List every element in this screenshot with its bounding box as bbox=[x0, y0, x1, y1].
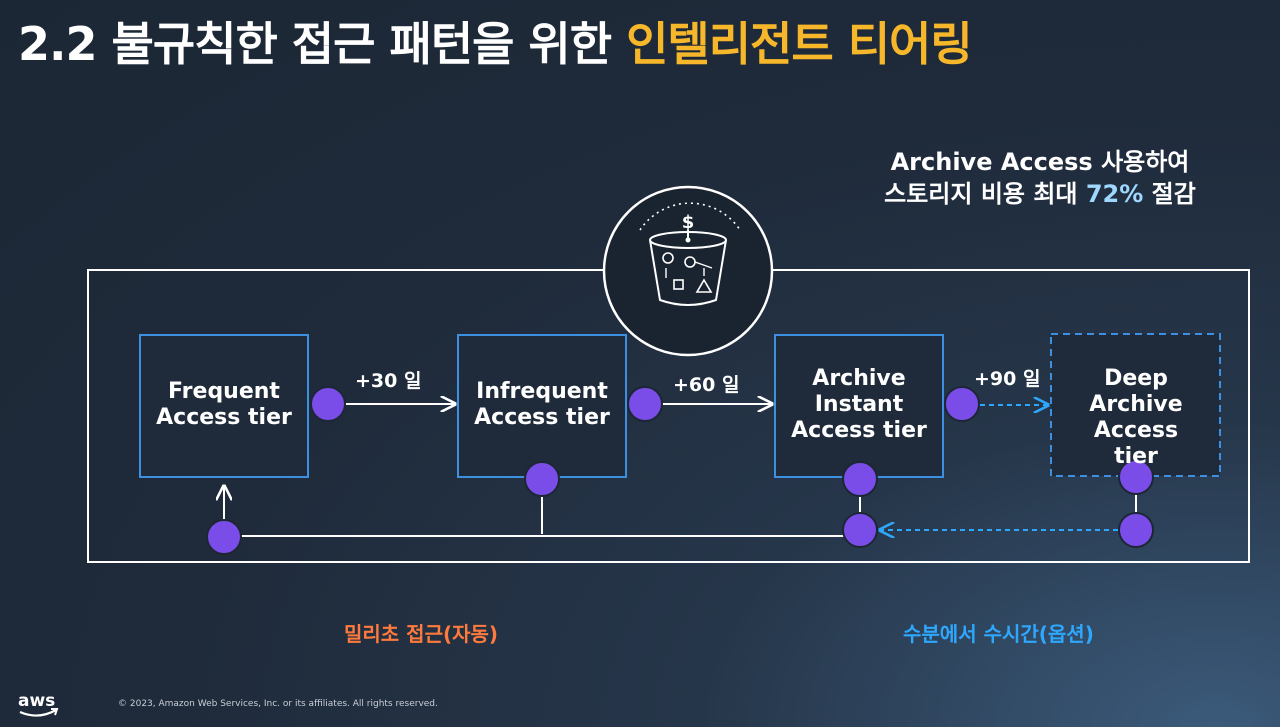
tier-box-deep-archive bbox=[1050, 333, 1221, 477]
tier-label-frequent: Frequent Access tier bbox=[156, 379, 292, 430]
node-return-deep bbox=[1118, 512, 1154, 548]
savings-note-line2: 스토리지 비용 최대 72% 절감 bbox=[884, 180, 1196, 208]
bucket-dollar-symbol: $ bbox=[682, 212, 695, 233]
tier-label-archive-instant: Archive Instant Access tier bbox=[791, 366, 927, 443]
savings-note-line1: Archive Access 사용하여 bbox=[890, 148, 1190, 176]
page-title: 2.2 불규칙한 접근 패턴을 위한 인텔리전트 티어링 bbox=[18, 17, 973, 71]
savings-note: Archive Access 사용하여 스토리지 비용 최대 72% 절감 bbox=[830, 146, 1250, 210]
tier-label-infrequent: Infrequent Access tier bbox=[474, 379, 610, 430]
transition-label-60: +60 일 bbox=[673, 374, 740, 396]
tier-box-frequent bbox=[139, 334, 309, 478]
node-return-instant bbox=[842, 512, 878, 548]
svg-text:aws: aws bbox=[18, 691, 55, 711]
label-minutes-to-hours: 수분에서 수시간(옵션) bbox=[903, 622, 1094, 646]
transition-label-30: +30 일 bbox=[355, 370, 422, 392]
s3-intelligent-tiering-bucket-icon: $ bbox=[602, 185, 774, 357]
node-infrequent-right bbox=[627, 386, 663, 422]
node-infrequent-bottom bbox=[524, 461, 560, 497]
savings-percent: 72% bbox=[1085, 180, 1144, 208]
tier-box-archive-instant bbox=[774, 334, 944, 478]
node-return-left bbox=[206, 519, 242, 555]
title-highlight: 인텔리전트 티어링 bbox=[626, 17, 973, 71]
transition-label-90: +90 일 bbox=[974, 368, 1041, 390]
node-frequent-right bbox=[310, 386, 346, 422]
node-deep-archive-bottom bbox=[1118, 459, 1154, 495]
tier-label-deep-archive: Deep Archive Access tier bbox=[1089, 366, 1183, 469]
aws-logo-icon: aws bbox=[16, 690, 60, 724]
label-milliseconds-access: 밀리초 접근(자동) bbox=[344, 622, 499, 646]
tier-box-infrequent bbox=[457, 334, 627, 478]
copyright-footer: © 2023, Amazon Web Services, Inc. or its… bbox=[118, 699, 438, 709]
node-archive-instant-bottom bbox=[842, 461, 878, 497]
node-archive-instant-right bbox=[944, 386, 980, 422]
